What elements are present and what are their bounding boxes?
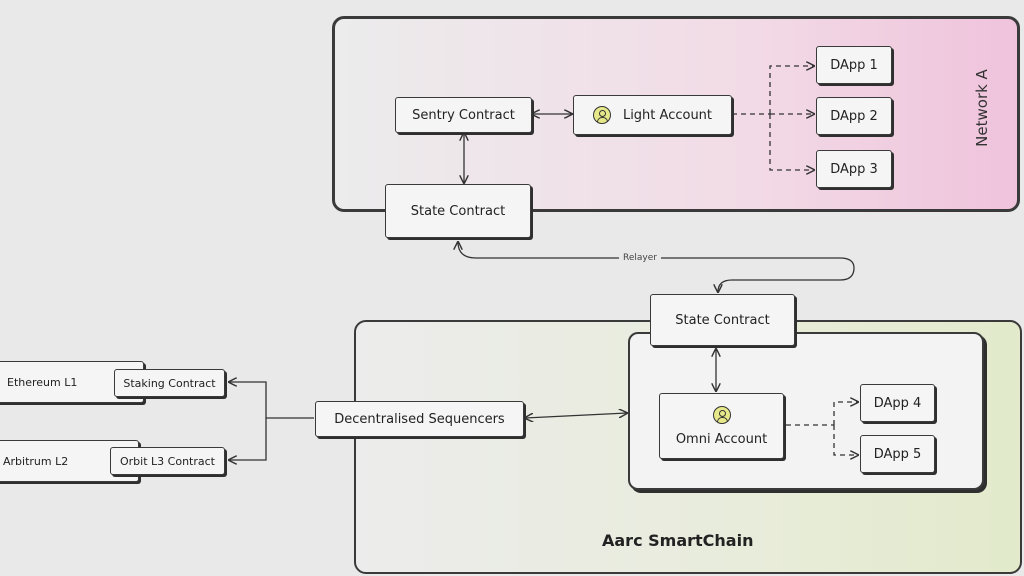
dapp-4-node[interactable]: DApp 4 [860,384,935,422]
sequencers-external-links [229,382,314,419]
chain-label: Ethereum L1 [7,375,78,389]
sequencers-label: Decentralised Sequencers [334,411,505,427]
light-dapp-links [732,66,814,170]
dapp-label: DApp 2 [830,108,878,124]
dapp-2-node[interactable]: DApp 2 [816,97,892,135]
user-icon [592,106,611,124]
user-icon [712,405,731,424]
sequencers-omni-link [525,413,627,418]
sentry-contract-node[interactable]: Sentry Contract [395,97,532,133]
light-account-node[interactable]: Light Account [573,95,732,135]
smartchain-title: Aarc SmartChain [602,531,754,550]
dapp-1-node[interactable]: DApp 1 [816,46,892,84]
relayer-label: Relayer [619,253,661,263]
decentralised-sequencers-node[interactable]: Decentralised Sequencers [315,401,524,437]
dapp-label: DApp 1 [830,57,878,73]
network-a-title: Network A [973,69,991,147]
omni-account-label: Omni Account [675,431,768,447]
dapp-label: DApp 3 [830,161,878,177]
omni-account-node[interactable]: Omni Account [659,393,784,459]
chain-label: Arbitrum L2 [3,454,69,468]
contract-label: Orbit L3 Contract [120,454,215,468]
relayer-link [458,242,855,292]
dapp-label: DApp 5 [873,446,922,462]
state-contract-label: State Contract [410,203,506,219]
light-account-label: Light Account [622,107,713,123]
dapp-3-node[interactable]: DApp 3 [816,150,892,188]
state-contract-label: State Contract [675,312,770,328]
staking-contract-node[interactable]: Staking Contract [114,369,225,397]
smartchain-state-contract-node[interactable]: State Contract [650,294,795,346]
dapp-label: DApp 4 [873,395,922,411]
sentry-contract-label: Sentry Contract [412,107,515,123]
omni-dapp-links [786,402,858,455]
contract-label: Staking Contract [123,376,216,390]
dapp-5-node[interactable]: DApp 5 [860,435,935,473]
orbit-l3-contract-node[interactable]: Orbit L3 Contract [110,447,225,475]
network-a-state-contract-node[interactable]: State Contract [385,184,531,238]
